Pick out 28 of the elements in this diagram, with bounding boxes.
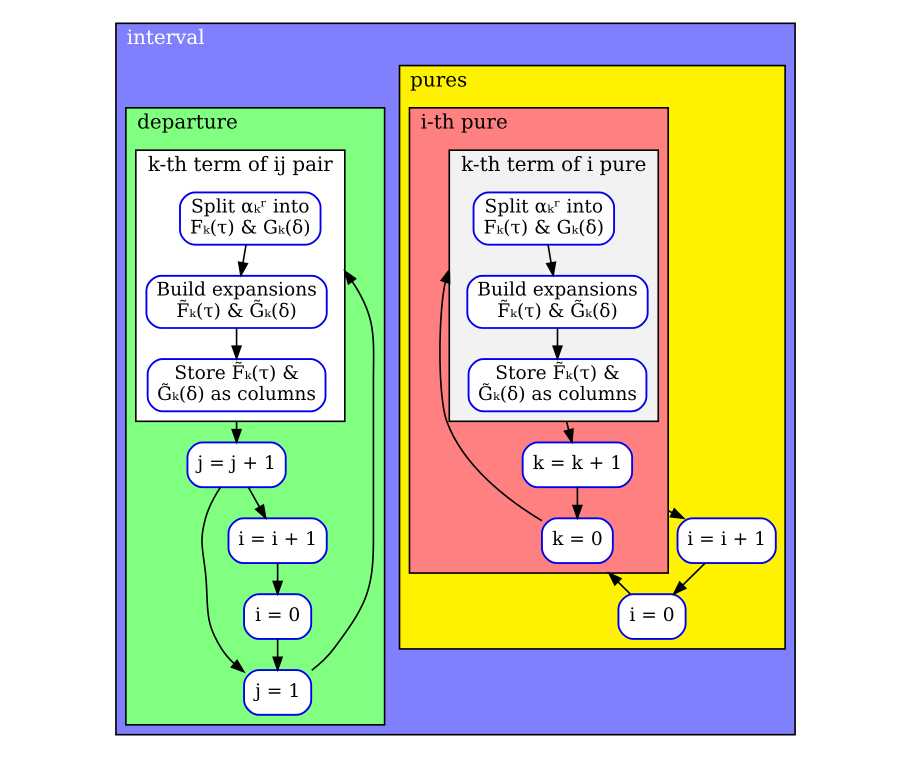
node-box: i = i + 1 <box>676 517 776 564</box>
arrow <box>230 328 242 362</box>
node-box: Store F̃ₖ(τ) & G̃ₖ(δ) as columns <box>146 358 326 412</box>
arrow <box>438 268 542 522</box>
arrow <box>247 486 266 520</box>
arrow <box>272 639 283 672</box>
arrow <box>552 328 562 362</box>
node-box: Store F̃ₖ(τ) & G̃ₖ(δ) as columns <box>467 358 647 412</box>
node-box: Build expansions F̃ₖ(τ) & G̃ₖ(δ) <box>144 274 328 329</box>
node-box: Split αₖʳ into Fₖ(τ) & Gₖ(δ) <box>178 191 321 246</box>
arrow <box>562 421 574 445</box>
node-box: Split αₖʳ into Fₖ(τ) & Gₖ(δ) <box>472 191 615 246</box>
arrow <box>672 562 706 596</box>
node-box: j = 1 <box>242 669 312 716</box>
node-box: j = j + 1 <box>186 442 286 488</box>
node-box: i = 0 <box>242 593 312 640</box>
arrow <box>272 563 283 596</box>
node-box: k = 0 <box>540 517 614 564</box>
node-box: Build expansions F̃ₖ(τ) & G̃ₖ(δ) <box>466 274 648 329</box>
arrow <box>237 244 248 278</box>
arrow <box>571 487 582 520</box>
node-box: k = k + 1 <box>521 442 633 488</box>
arrow <box>606 571 630 594</box>
arrow <box>200 486 246 674</box>
arrow <box>545 244 556 278</box>
node-box: i = i + 1 <box>227 517 328 564</box>
node-box: i = 0 <box>617 593 686 640</box>
arrow <box>310 269 374 671</box>
